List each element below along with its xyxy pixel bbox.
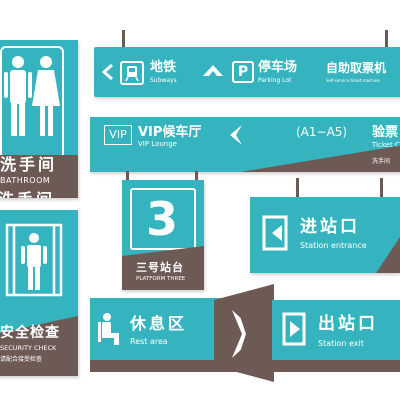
ticket-machine-label: 自助取票机 (326, 61, 387, 75)
vip-gates: (A1−A5) (296, 125, 348, 139)
restroom-title: 洗手间 (0, 192, 55, 199)
security-note: 请配合接受检查 (0, 356, 43, 363)
ticket-check-label: 验票 (372, 125, 399, 140)
security-check-sign: 安全检查 SECURITY CHECK 请配合接受检查 (0, 210, 78, 376)
parking-label: 停车场 (258, 60, 298, 75)
vip-logo: VIP (104, 125, 132, 145)
security-title-en: SECURITY CHECK (0, 344, 57, 352)
security-gate-icon (5, 223, 63, 297)
platform-title: 三号站台 (136, 261, 184, 274)
hanger-rod (296, 178, 299, 198)
vip-lounge-banner: VIP VIP候车厅 VIP Lounge (A1−A5) 验票 Ticket … (90, 117, 400, 172)
restroom-man-woman-icon (4, 56, 60, 136)
security-brown-panel (0, 316, 78, 376)
rest-area-title-en: Rest area (130, 337, 168, 346)
exit-title-en: Station exit (318, 339, 364, 348)
exit-door-icon (282, 312, 306, 346)
platform-number: 3 (146, 192, 179, 246)
restroom-label-strip: 洗手间 BATHROOM (0, 155, 78, 189)
restroom-title-text: 洗手间 (0, 155, 58, 174)
exit-title: 出站口 (318, 314, 378, 334)
chevron-up-icon (203, 65, 223, 76)
platform-three-sign: 3 三号站台 PLATFORM THREE (122, 180, 204, 290)
station-entrance-sign: 进站口 Station entrance (250, 197, 400, 273)
seated-person-icon (98, 313, 119, 345)
security-title: 安全检查 (0, 325, 60, 341)
parking-label-en: Parking Lot (258, 77, 292, 84)
platform-number-frame (130, 188, 196, 250)
hanger-rod (126, 171, 129, 181)
vip-brown-wedge (240, 145, 400, 172)
train-icon (120, 61, 144, 85)
platform-brown-panel (122, 246, 204, 290)
hanger-rod (195, 171, 198, 181)
hanger-rod (122, 30, 125, 48)
ticket-machine-label-en: Self-service ticket machine (326, 78, 380, 83)
chevron-left-icon (102, 64, 113, 80)
top-direction-banner: 地铁 Subways P 停车场 Parking Lot 自助取票机 Self-… (94, 47, 400, 97)
entrance-title-en: Station entrance (300, 241, 367, 250)
entrance-door-icon (262, 215, 288, 251)
rest-area-title: 休息区 (130, 314, 188, 333)
station-exit-sign: 出站口 Station exit (272, 300, 400, 360)
vip-lounge-title: VIP候车厅 (138, 125, 202, 140)
subway-label: 地铁 (150, 60, 177, 75)
vip-lounge-title-en: VIP Lounge (138, 140, 177, 148)
entrance-title: 进站口 (300, 217, 360, 237)
rest-area-arrow-panel (214, 284, 274, 382)
hanger-rod (380, 178, 383, 198)
parking-p-icon: P (232, 61, 254, 83)
platform-title-en: PLATFORM THREE (136, 276, 186, 282)
restroom-subtitle: BATHROOM (0, 176, 51, 185)
subway-label-en: Subways (150, 77, 177, 84)
vip-small-restroom-label: 洗手间 (372, 158, 391, 165)
rest-area-base-strip (90, 360, 258, 372)
chevron-left-icon (230, 125, 242, 145)
hanger-rod (385, 30, 388, 48)
ticket-check-label-en: Ticket C (372, 141, 400, 149)
entrance-brown-wedge (376, 237, 400, 273)
exit-base-strip (272, 360, 400, 372)
